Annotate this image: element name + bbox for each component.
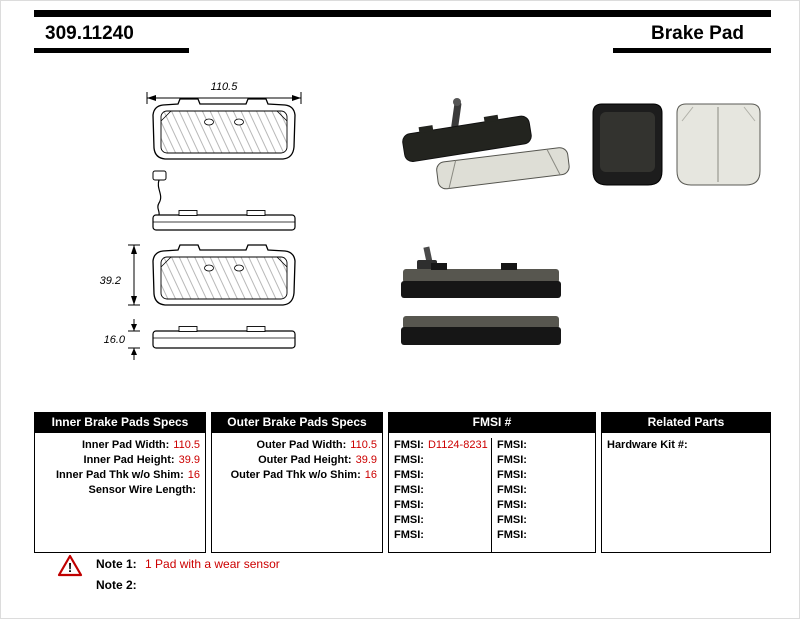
- warning-triangle-icon: !: [57, 554, 83, 577]
- fmsi-column-left: FMSI:D1124-8231 FMSI: FMSI: FMSI: FMSI: …: [389, 438, 492, 552]
- related-parts-header: Related Parts: [601, 412, 771, 432]
- part-number: 309.11240: [45, 23, 134, 44]
- spec-label: Outer Pad Thk w/o Shim:: [230, 469, 361, 481]
- table-row: FMSI:: [389, 498, 491, 513]
- fmsi-label: FMSI:: [497, 529, 527, 541]
- spec-label: Outer Pad Width:: [256, 439, 347, 451]
- table-row: FMSI:: [389, 513, 491, 528]
- fmsi-table: FMSI:D1124-8231 FMSI: FMSI: FMSI: FMSI: …: [388, 432, 596, 553]
- table-row: FMSI:: [492, 498, 595, 513]
- table-row: FMSI:: [492, 438, 595, 453]
- table-row: FMSI:: [389, 468, 491, 483]
- fmsi-label: FMSI:: [394, 529, 424, 541]
- fmsi-label: FMSI:: [394, 469, 424, 481]
- fmsi-label: FMSI:: [497, 484, 527, 496]
- outer-specs-table: Outer Pad Width:110.5 Outer Pad Height:3…: [211, 432, 383, 553]
- note-1-label: Note 1:: [96, 557, 137, 571]
- table-row: FMSI:: [492, 528, 595, 543]
- height-dimension: 39.2: [100, 244, 140, 306]
- thickness-dimension: 16.0: [104, 319, 140, 360]
- note-1-text: 1 Pad with a wear sensor: [145, 557, 280, 571]
- spec-label: Inner Pad Width:: [81, 439, 170, 451]
- spec-value: 39.9: [355, 454, 377, 466]
- photo-pad-edge-views: [401, 246, 561, 345]
- fmsi-label: FMSI:: [497, 469, 527, 481]
- fmsi-value: D1124-8231: [427, 439, 488, 451]
- outer-pad-drawing: [152, 244, 296, 306]
- fmsi-header: FMSI #: [388, 412, 596, 432]
- table-row: FMSI:: [492, 468, 595, 483]
- table-row: Outer Pad Height:39.9: [212, 453, 382, 468]
- note-1: Note 1: 1 Pad with a wear sensor: [96, 557, 280, 571]
- table-row: Inner Pad Thk w/o Shim:16: [35, 468, 205, 483]
- table-row: Inner Pad Width:110.5: [35, 438, 205, 453]
- spec-label: Inner Pad Thk w/o Shim:: [56, 469, 184, 481]
- spec-value: 110.5: [173, 439, 200, 451]
- table-row: Outer Pad Width:110.5: [212, 438, 382, 453]
- inner-specs-header: Inner Brake Pads Specs: [34, 412, 206, 432]
- photo-front-pads: [592, 103, 761, 186]
- fmsi-column-right: FMSI: FMSI: FMSI: FMSI: FMSI: FMSI: FMSI…: [492, 438, 595, 552]
- height-dimension-label: 39.2: [100, 275, 121, 287]
- fmsi-label: FMSI:: [394, 439, 424, 451]
- spec-value: 110.5: [350, 439, 377, 451]
- inner-pad-edge-view: [152, 210, 296, 231]
- width-dimension-label: 110.5: [211, 81, 239, 93]
- outer-specs-header: Outer Brake Pads Specs: [211, 412, 383, 432]
- fmsi-label: FMSI:: [497, 499, 527, 511]
- table-row: FMSI:: [389, 453, 491, 468]
- fmsi-label: FMSI:: [394, 454, 424, 466]
- table-row: FMSI:: [492, 453, 595, 468]
- fmsi-label: FMSI:: [394, 484, 424, 496]
- part-number-underline: [34, 48, 189, 53]
- fmsi-label: FMSI:: [497, 514, 527, 526]
- table-row: FMSI:: [389, 528, 491, 543]
- product-type-title: Brake Pad: [651, 23, 744, 44]
- spec-value: 16: [364, 469, 377, 481]
- spec-label: Sensor Wire Length:: [88, 484, 196, 496]
- product-type-underline: [613, 48, 771, 53]
- fmsi-label: FMSI:: [497, 454, 527, 466]
- spec-label: Inner Pad Height:: [83, 454, 175, 466]
- fmsi-label: FMSI:: [394, 514, 424, 526]
- related-label: Hardware Kit #:: [607, 439, 688, 451]
- related-parts-table: Hardware Kit #:: [601, 432, 771, 553]
- spec-label: Outer Pad Height:: [258, 454, 352, 466]
- fmsi-label: FMSI:: [394, 499, 424, 511]
- table-row: Hardware Kit #:: [602, 438, 770, 453]
- note-2-label: Note 2:: [96, 578, 137, 592]
- table-row: Inner Pad Height:39.9: [35, 453, 205, 468]
- top-rule: [34, 10, 771, 17]
- inner-specs-table: Inner Pad Width:110.5 Inner Pad Height:3…: [34, 432, 206, 553]
- spec-value: 16: [187, 469, 200, 481]
- table-row: FMSI:: [492, 483, 595, 498]
- wear-sensor-drawing: [152, 170, 167, 216]
- svg-text:!: !: [68, 560, 72, 575]
- fmsi-label: FMSI:: [497, 439, 527, 451]
- table-row: FMSI:: [492, 513, 595, 528]
- thickness-dimension-label: 16.0: [104, 334, 126, 346]
- inner-pad-drawing: [152, 98, 296, 160]
- width-dimension: 110.5: [146, 81, 302, 104]
- spec-value: 39.9: [178, 454, 200, 466]
- table-row: FMSI:D1124-8231: [389, 438, 491, 453]
- photo-rear-pads: [402, 98, 570, 190]
- table-row: FMSI:: [389, 483, 491, 498]
- outer-pad-edge-view: [152, 326, 296, 349]
- table-row: Sensor Wire Length:: [35, 483, 205, 498]
- note-2: Note 2:: [96, 578, 142, 592]
- table-row: Outer Pad Thk w/o Shim:16: [212, 468, 382, 483]
